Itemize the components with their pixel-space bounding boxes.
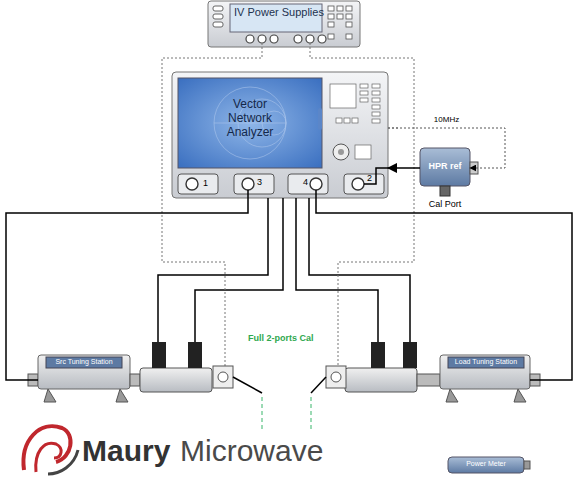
node-title: Load Tuning Station <box>448 358 524 366</box>
source-tuner <box>28 355 140 402</box>
node-title: HPR ref <box>420 161 470 171</box>
cable-connector <box>316 198 572 380</box>
port-number: 4 <box>303 178 308 188</box>
phase-reference <box>420 148 478 196</box>
reference-box: HPR refCal Port <box>420 148 470 186</box>
cables <box>158 198 410 342</box>
node-title: Power Meter <box>448 460 524 468</box>
node-title: Vector Network Analyzer <box>218 98 282 139</box>
meter-box: Power Meter <box>448 457 524 473</box>
src-bias-tee <box>140 342 262 393</box>
power-meter-connector <box>524 461 530 469</box>
cable-connector <box>388 167 420 169</box>
calibration-note: Full 2-ports Cal <box>248 334 314 344</box>
tuner-box: Load Tuning Station <box>440 355 530 389</box>
network-analyzer <box>172 72 388 198</box>
power-supply-box: IV Power Supplies <box>208 1 360 47</box>
load-bias-tee <box>311 342 440 393</box>
cal-planes <box>262 397 311 432</box>
signal-label: 10MHz <box>432 116 461 125</box>
node-title: IV Power Supplies <box>232 6 326 19</box>
tuner-box: Src Tuning Station <box>38 355 130 389</box>
bias-lines <box>162 43 414 366</box>
load-tuner <box>440 355 540 402</box>
node-title: Src Tuning Station <box>46 358 122 366</box>
power-supply <box>208 1 360 47</box>
logo-text: Maury <box>82 434 170 467</box>
node-caption: Cal Port <box>412 199 478 209</box>
logo-mark <box>23 426 78 474</box>
port-number: 2 <box>367 174 372 184</box>
power-meter-body <box>448 457 524 473</box>
logo-text: Microwave <box>180 434 323 467</box>
cable-connector <box>6 198 248 380</box>
port-number: 1 <box>203 179 208 189</box>
port-number: 3 <box>257 178 262 188</box>
